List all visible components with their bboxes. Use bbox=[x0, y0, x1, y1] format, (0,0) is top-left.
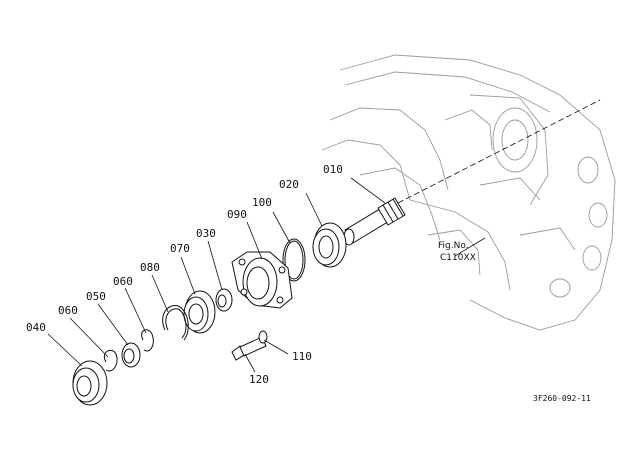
part-020-bearing bbox=[312, 222, 347, 268]
part-070-bearing bbox=[183, 290, 216, 334]
transmission-housing-outline bbox=[321, 54, 616, 331]
callout-080: 080 bbox=[140, 261, 160, 274]
callout-020: 020 bbox=[279, 178, 299, 191]
drawing-number: 3F260-092-11 bbox=[533, 394, 591, 403]
figure-ref-number: C110XX bbox=[440, 253, 476, 263]
part-090-flange-housing bbox=[231, 251, 293, 309]
part-040-oil-seal bbox=[72, 360, 108, 406]
callout-060-outer: 060 bbox=[58, 304, 78, 317]
callout-050: 050 bbox=[86, 290, 106, 303]
assembly-axis-line bbox=[397, 99, 601, 204]
figure-ref-label: Fig.No. bbox=[438, 241, 469, 251]
callout-030: 030 bbox=[196, 227, 216, 240]
part-080-snap-ring bbox=[162, 305, 189, 341]
part-060-snap-ring-inner bbox=[141, 329, 154, 352]
part-050-collar bbox=[121, 342, 141, 368]
callout-090: 090 bbox=[227, 208, 247, 221]
part-120-bolt bbox=[231, 336, 267, 361]
callout-070: 070 bbox=[170, 242, 190, 255]
callout-010: 010 bbox=[323, 163, 343, 176]
part-110-washer bbox=[258, 330, 268, 344]
part-100-o-ring bbox=[282, 238, 306, 282]
leader-lines bbox=[47, 177, 486, 373]
part-060-snap-ring-outer bbox=[103, 349, 118, 372]
part-010-shaft bbox=[343, 197, 406, 246]
part-030-collar bbox=[215, 288, 233, 312]
callout-040: 040 bbox=[26, 321, 46, 334]
callout-120: 120 bbox=[249, 373, 269, 386]
callout-110: 110 bbox=[292, 350, 312, 363]
callout-100: 100 bbox=[252, 196, 272, 209]
callout-060-inner: 060 bbox=[113, 275, 133, 288]
